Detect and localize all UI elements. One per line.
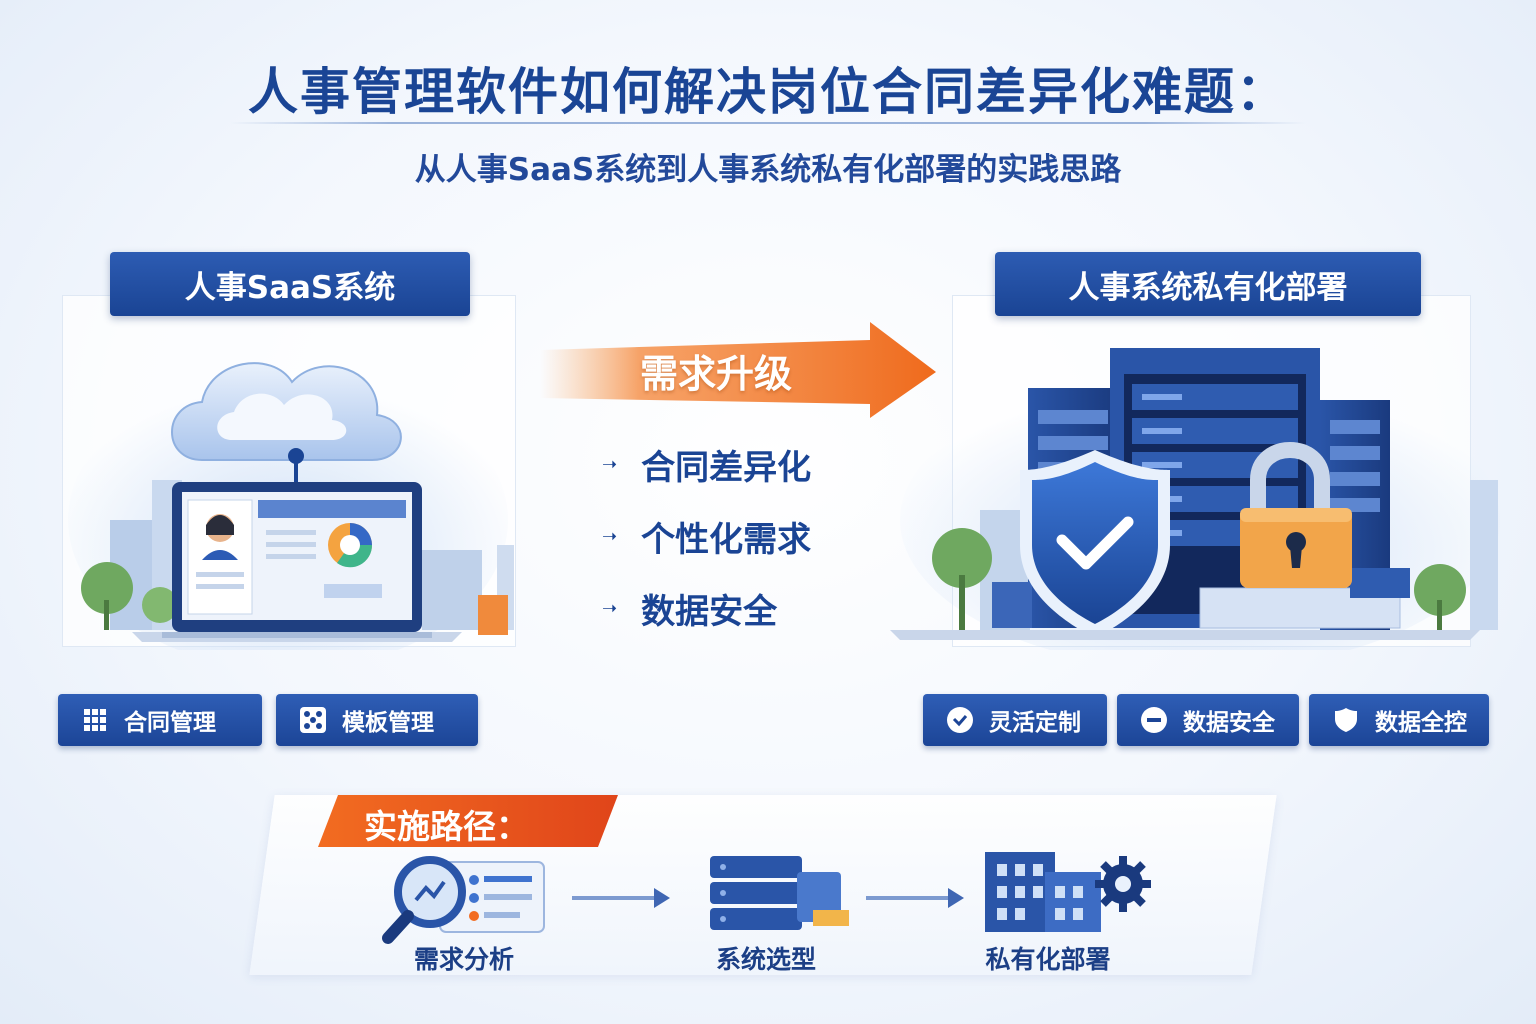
chip-contract-management[interactable]: 合同管理	[58, 694, 262, 746]
step-label: 私有化部署	[985, 945, 1111, 974]
need-label: 数据安全	[641, 592, 778, 632]
chip-label: 数据全控	[1375, 710, 1467, 736]
chip-full-data-control[interactable]: 数据全控	[1309, 694, 1489, 746]
analysis-icon	[382, 856, 545, 944]
path-title: 实施路径：	[364, 807, 529, 846]
chip-flexible-customization[interactable]: 灵活定制	[923, 694, 1107, 746]
need-label: 个性化需求	[641, 520, 812, 560]
page-subtitle: 从人事SaaS系统到人事系统私有化部署的实践思路	[414, 152, 1122, 188]
chip-data-security[interactable]: 数据安全	[1117, 694, 1299, 746]
step-label: 需求分析	[413, 945, 514, 974]
minus-circle-icon	[1139, 705, 1169, 735]
upgrade-label: 需求升级	[640, 352, 793, 396]
chip-label: 模板管理	[342, 710, 434, 736]
grid-icon	[80, 705, 110, 735]
arrow-right-icon: ➝	[602, 454, 618, 475]
need-item: ➝ 数据安全	[602, 584, 777, 633]
need-item: ➝ 合同差异化	[602, 440, 811, 489]
private-deployment-label: 人事系统私有化部署	[995, 252, 1421, 316]
need-item: ➝ 个性化需求	[602, 512, 811, 561]
chip-label: 数据安全	[1183, 710, 1275, 736]
chip-label: 灵活定制	[989, 710, 1081, 736]
enterprise-building-icon	[985, 852, 1151, 932]
check-circle-icon	[945, 705, 975, 735]
shield-icon	[1331, 705, 1361, 735]
arrow-right-icon	[866, 888, 964, 908]
private-deployment-illustration	[890, 348, 1500, 650]
dice-icon	[298, 705, 328, 735]
page-title: 人事管理软件如何解决岗位合同差异化难题：	[248, 63, 1288, 121]
title-divider	[230, 122, 1306, 124]
upgrade-arrow	[540, 322, 936, 418]
step-label: 系统选型	[715, 945, 816, 974]
need-label: 合同差异化	[641, 448, 812, 488]
chip-template-management[interactable]: 模板管理	[276, 694, 478, 746]
saas-label: 人事SaaS系统	[110, 252, 470, 316]
server-stack-icon	[710, 856, 849, 930]
chip-label: 合同管理	[124, 710, 216, 736]
saas-illustration	[68, 362, 514, 650]
arrow-right-icon: ➝	[602, 598, 618, 619]
path-title-banner	[318, 795, 618, 847]
arrow-right-icon: ➝	[602, 526, 618, 547]
arrow-right-icon	[572, 888, 670, 908]
